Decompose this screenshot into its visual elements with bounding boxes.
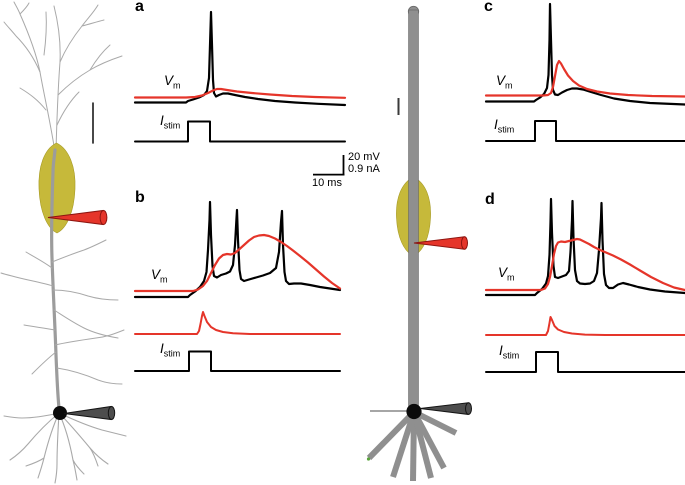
panel-a-vm-label: Vm — [164, 73, 181, 91]
calibration-time-label: 10 ms — [312, 177, 342, 189]
pyramidal-neuron-morphology — [0, 1, 127, 484]
simplified-neuron-model — [366, 5, 472, 482]
oblique-dendrites — [0, 239, 125, 385]
dendritic-pipette-red — [47, 209, 108, 226]
panel-a-label: a — [135, 0, 144, 15]
trace-b-dend-current-red — [134, 311, 341, 335]
panel-c-istim-label: Istim — [494, 117, 515, 135]
panel-c-vm-label: Vm — [496, 73, 513, 91]
model-synapse-marker — [366, 457, 371, 461]
panel-a-istim-label: Istim — [160, 113, 181, 131]
trace-b-vm-soma-black — [133, 200, 342, 299]
model-soma — [406, 403, 422, 420]
model-apical-trunk-rod — [408, 9, 419, 411]
panel-b-istim-label: Istim — [160, 341, 181, 359]
calibration-bars — [313, 155, 345, 176]
panel-d-vm-label: Vm — [498, 265, 515, 283]
trace-d-vm-dend-red — [484, 237, 685, 292]
trace-c-vm-soma-black — [484, 2, 685, 106]
trace-layer — [133, 2, 685, 373]
trace-a-vm-soma-black — [133, 10, 347, 107]
calibration-voltage-label: 20 mV — [348, 151, 380, 163]
trace-a-istim — [134, 120, 346, 143]
basal-dendrites — [3, 412, 127, 484]
apical-trunk — [49, 148, 61, 410]
trace-a-vm-dend-red — [133, 87, 347, 99]
trace-d-vm-soma-black — [484, 197, 685, 297]
panel-d-label: d — [485, 191, 495, 208]
panel-b-vm-label: Vm — [151, 267, 168, 285]
model-somatic-pipette-dark — [419, 402, 472, 415]
calibration-current-label: 0.9 nA — [348, 163, 380, 175]
trace-b-vm-dend-red — [133, 233, 342, 293]
calcium-hot-zone — [38, 142, 76, 234]
apical-tuft-dendrites — [3, 1, 123, 153]
model-dendritic-pipette-red — [413, 236, 468, 250]
soma — [53, 406, 67, 420]
panel-c-label: c — [484, 0, 493, 15]
panel-b-label: b — [135, 189, 145, 206]
trace-b-istim — [134, 350, 341, 372]
trace-c-vm-dend-red — [484, 59, 685, 98]
trace-c-istim — [485, 120, 685, 142]
trace-d-dend-current-red — [485, 316, 685, 336]
panel-d-istim-label: Istim — [499, 343, 520, 361]
somatic-pipette-dark — [63, 405, 116, 421]
model-basal-rods — [366, 409, 458, 482]
trace-d-istim — [485, 351, 685, 373]
